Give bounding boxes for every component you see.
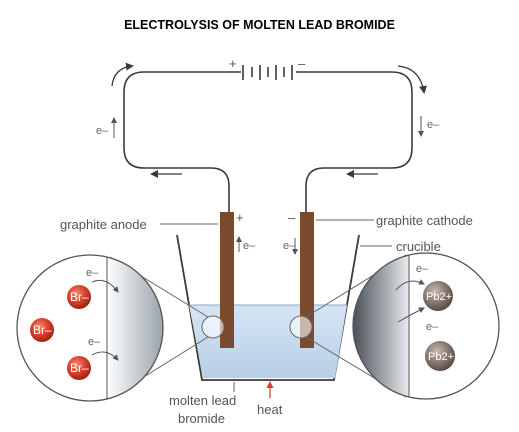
bromide-ion-icon: [67, 285, 91, 309]
electron-label-cathode: e–: [283, 240, 296, 252]
crucible-label: crucible: [396, 239, 441, 254]
diagram-title: ELECTROLYSIS OF MOLTEN LEAD BROMIDE: [124, 18, 395, 32]
electron-label-cathode-zoom-bottom: e–: [426, 321, 439, 333]
electron-label-anode-zoom-bottom: e–: [88, 336, 101, 348]
battery-negative-sign: –: [298, 56, 306, 71]
lead-ion-label: Pb2+: [428, 351, 454, 363]
cathode-negative-sign: –: [288, 210, 296, 225]
electron-flow-arrow-icon: [395, 279, 425, 291]
circuit-wire: [123, 71, 241, 212]
electron-label-cathode-zoom-top: e–: [416, 263, 429, 275]
lead-ion-label: Pb2+: [426, 291, 452, 303]
circuit-wire-right: [296, 71, 413, 212]
electron-flow-arrow-icon: [111, 62, 134, 87]
lead-ion-icon: [423, 281, 453, 311]
electron-flow-arrow-icon: [397, 65, 427, 94]
electron-label-left-wire: e–: [96, 125, 109, 137]
electron-flow-arrow-icon: [91, 279, 119, 293]
lead-ion-icon: [425, 341, 455, 371]
anode-positive-sign: +: [236, 210, 244, 225]
electron-label-right-wire: e–: [427, 119, 440, 131]
electron-flow-arrow-icon: [397, 307, 425, 323]
electron-flow-arrow-icon: [91, 351, 119, 361]
anode-magnifier-spot: [201, 315, 225, 339]
bromide-ion-label: Br–: [33, 323, 52, 337]
battery-icon: [242, 65, 293, 80]
electron-label-anode-zoom-top: e–: [86, 267, 99, 279]
anode-label: graphite anode: [60, 217, 147, 232]
battery-positive-sign: +: [229, 56, 237, 71]
cathode-label: graphite cathode: [376, 213, 473, 228]
graphite-anode: [220, 212, 234, 348]
cathode-magnifier-spot: [289, 315, 313, 339]
melt-label-line2: bromide: [178, 411, 225, 426]
bromide-ion-icon: [30, 318, 54, 342]
melt-label-line1: molten lead: [169, 393, 236, 408]
bromide-ion-label: Br–: [70, 361, 89, 375]
electron-label-anode: e–: [243, 240, 256, 252]
bromide-ion-icon: [67, 356, 91, 380]
heat-label: heat: [257, 402, 283, 417]
bromide-ion-label: Br–: [70, 290, 89, 304]
